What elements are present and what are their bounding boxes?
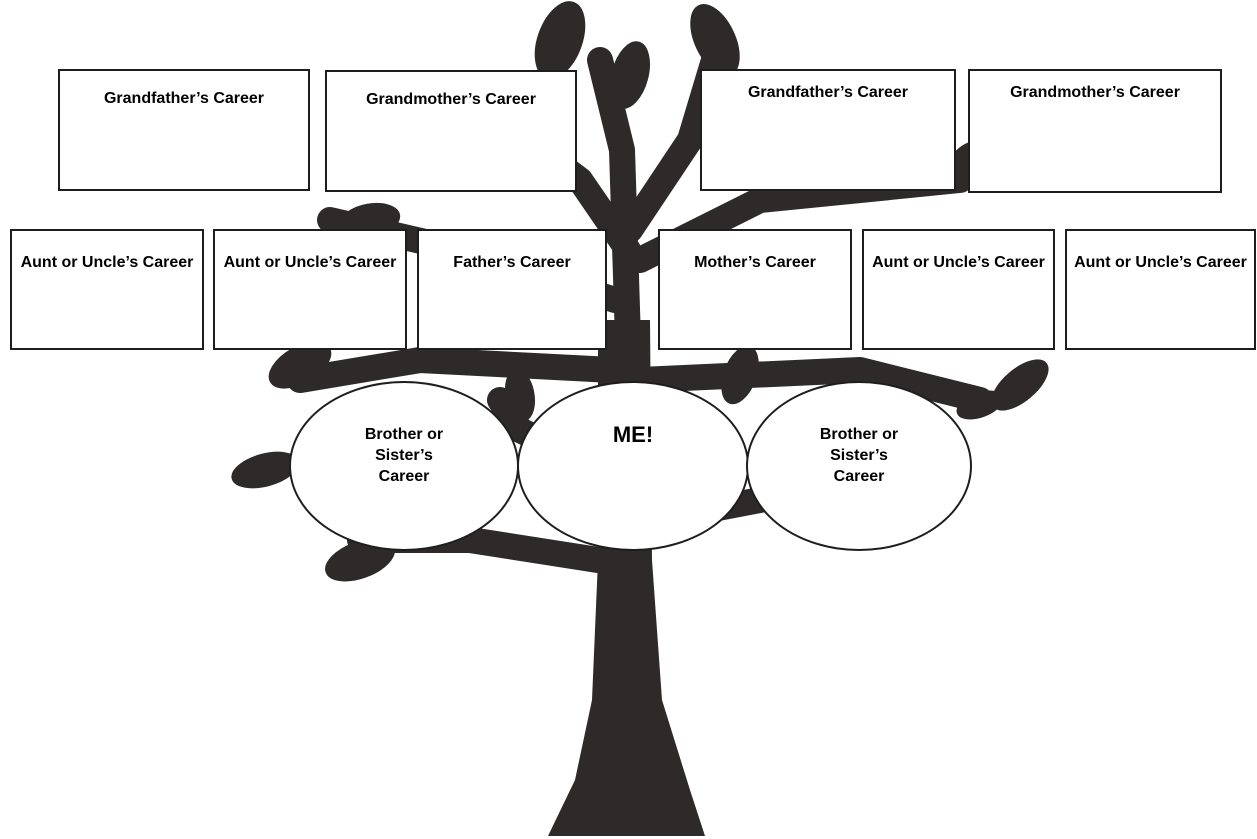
sibling-career-label: Brother or Sister’s Career (364, 426, 444, 485)
aunt-uncle-career-box-2: Aunt or Uncle’s Career (213, 229, 407, 350)
grandfather-career-label: Grandfather’s Career (103, 90, 265, 107)
mother-career-label: Mother’s Career (694, 254, 816, 271)
father-career-box: Father’s Career (417, 229, 607, 350)
sibling-career-circle-right: Brother or Sister’s Career (746, 381, 972, 551)
sibling-career-circle-left: Brother or Sister’s Career (289, 381, 519, 551)
aunt-uncle-career-label: Aunt or Uncle’s Career (223, 254, 397, 271)
mother-career-box: Mother’s Career (658, 229, 852, 350)
grandfather-career-box-right: Grandfather’s Career (700, 69, 956, 191)
tree-trunk (548, 320, 705, 836)
aunt-uncle-career-box-4: Aunt or Uncle’s Career (1065, 229, 1256, 350)
aunt-uncle-career-label: Aunt or Uncle’s Career (1074, 254, 1247, 271)
sibling-career-label: Brother or Sister’s Career (819, 426, 899, 485)
me-label: ME! (612, 422, 654, 447)
aunt-uncle-career-label: Aunt or Uncle’s Career (20, 254, 194, 271)
grandfather-career-box-left: Grandfather’s Career (58, 69, 310, 191)
aunt-uncle-career-box-1: Aunt or Uncle’s Career (10, 229, 204, 350)
aunt-uncle-career-box-3: Aunt or Uncle’s Career (862, 229, 1055, 350)
grandmother-career-box-right: Grandmother’s Career (968, 69, 1222, 193)
aunt-uncle-career-label: Aunt or Uncle’s Career (872, 254, 1045, 271)
grandmother-career-label: Grandmother’s Career (1010, 84, 1180, 101)
father-career-label: Father’s Career (453, 254, 571, 271)
me-circle: ME! (517, 381, 749, 551)
grandfather-career-label: Grandfather’s Career (747, 84, 909, 101)
grandmother-career-label: Grandmother’s Career (366, 91, 536, 108)
grandmother-career-box-left: Grandmother’s Career (325, 70, 577, 192)
